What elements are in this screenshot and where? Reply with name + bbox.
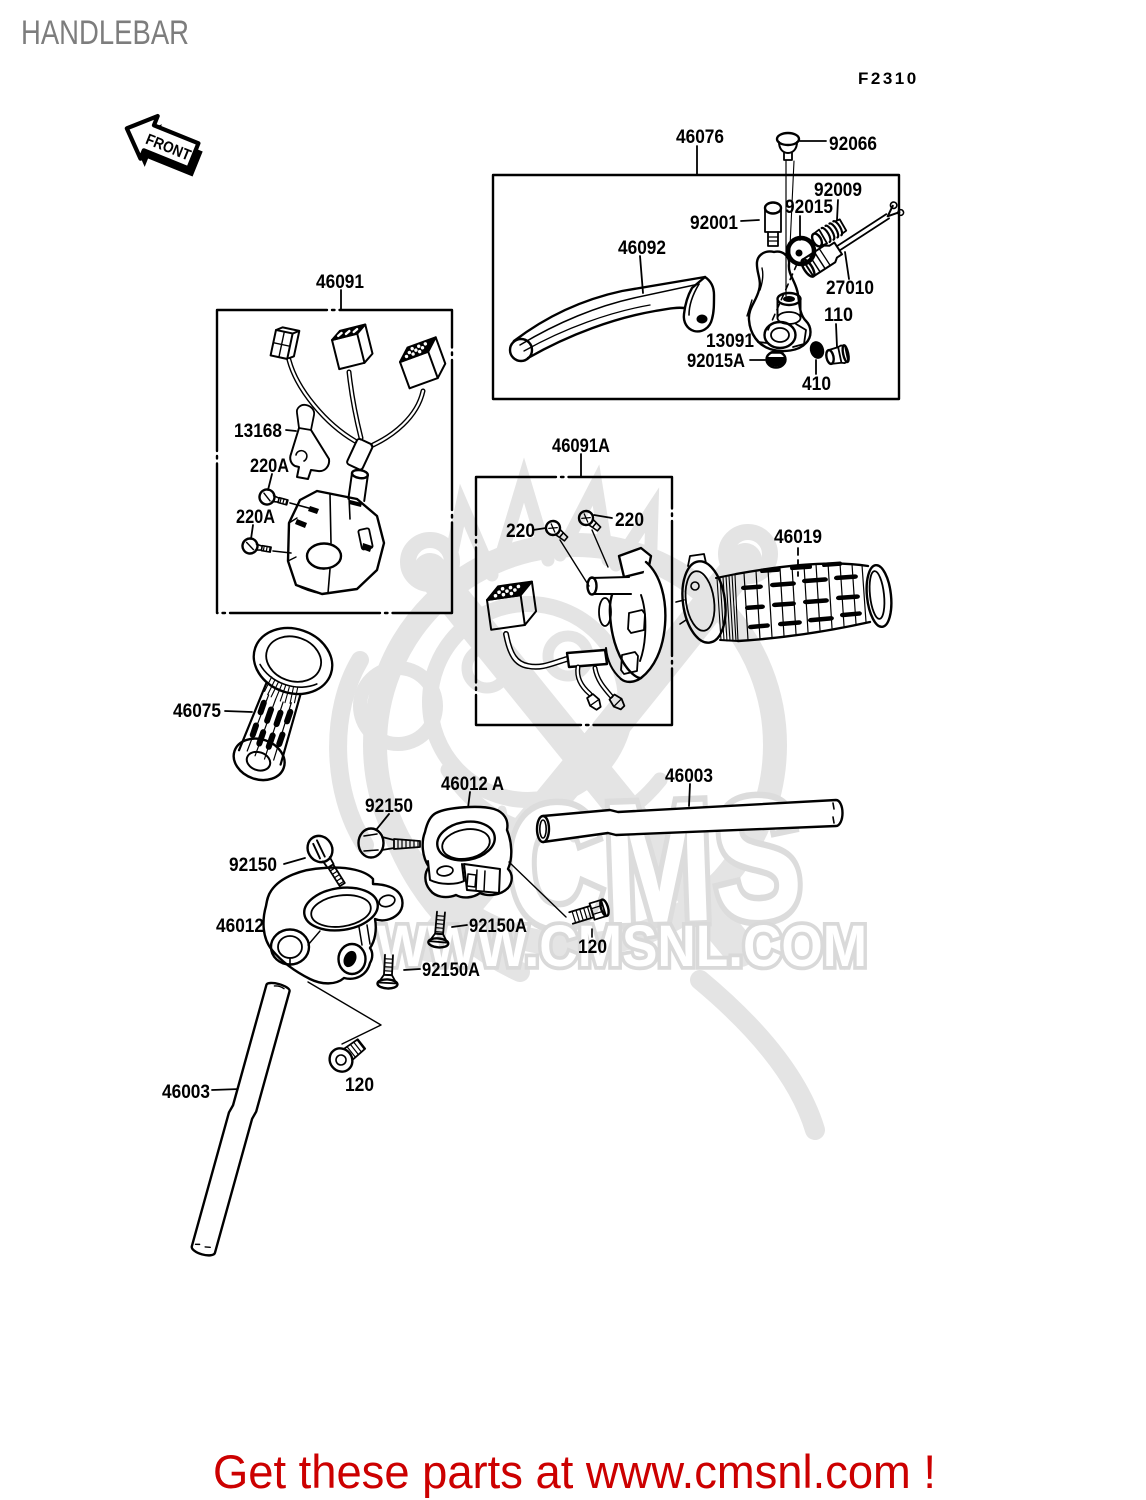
svg-text:110: 110 bbox=[824, 305, 853, 326]
svg-text:120: 120 bbox=[578, 937, 607, 958]
svg-text:220: 220 bbox=[615, 510, 644, 531]
svg-text:46092: 46092 bbox=[618, 238, 666, 259]
svg-text:46076: 46076 bbox=[676, 127, 724, 148]
svg-text:92015A: 92015A bbox=[687, 351, 745, 372]
svg-text:92150A: 92150A bbox=[469, 916, 527, 937]
svg-text:46012 A: 46012 A bbox=[441, 774, 504, 795]
svg-text:92009: 92009 bbox=[814, 180, 862, 201]
svg-text:46075: 46075 bbox=[173, 701, 221, 722]
svg-text:Get these parts at www.cmsnl.c: Get these parts at www.cmsnl.com ! bbox=[213, 1445, 936, 1498]
svg-text:27010: 27010 bbox=[826, 278, 874, 299]
svg-text:46091: 46091 bbox=[316, 272, 364, 293]
svg-text:HANDLEBAR: HANDLEBAR bbox=[21, 14, 189, 52]
svg-text:WWW.CMSNL.COM: WWW.CMSNL.COM bbox=[377, 914, 867, 979]
svg-text:F2310: F2310 bbox=[858, 69, 919, 88]
svg-text:92001: 92001 bbox=[690, 213, 738, 234]
svg-text:120: 120 bbox=[345, 1075, 374, 1096]
svg-text:46012: 46012 bbox=[216, 916, 264, 937]
svg-text:13168: 13168 bbox=[234, 421, 282, 442]
svg-text:92066: 92066 bbox=[829, 134, 877, 155]
svg-text:46019: 46019 bbox=[774, 527, 822, 548]
svg-text:92150: 92150 bbox=[229, 855, 277, 876]
svg-text:92150A: 92150A bbox=[422, 960, 480, 981]
svg-text:46003: 46003 bbox=[665, 766, 713, 787]
svg-text:46003: 46003 bbox=[162, 1082, 210, 1103]
svg-text:CMS: CMS bbox=[504, 762, 806, 964]
svg-text:13091: 13091 bbox=[706, 331, 754, 352]
svg-text:220A: 220A bbox=[236, 507, 275, 528]
svg-text:220A: 220A bbox=[250, 456, 289, 477]
svg-text:220: 220 bbox=[506, 521, 535, 542]
svg-text:92150: 92150 bbox=[365, 796, 413, 817]
svg-text:46091A: 46091A bbox=[552, 436, 610, 457]
svg-text:410: 410 bbox=[802, 374, 831, 395]
svg-text:92015: 92015 bbox=[785, 197, 833, 218]
